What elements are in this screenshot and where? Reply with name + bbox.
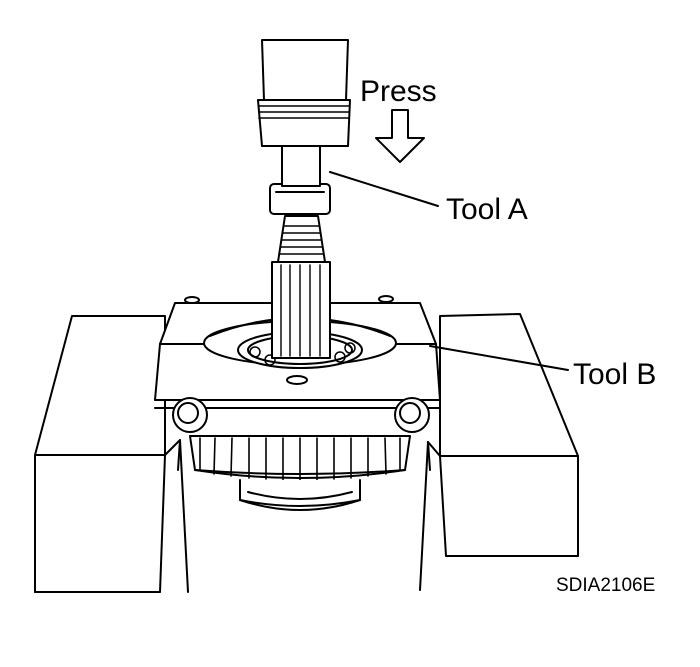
tool-a-label: Tool A — [446, 193, 528, 226]
tool-b-label: Tool B — [573, 358, 657, 391]
tool-a-leader — [329, 171, 439, 207]
figure-code: SDIA2106E — [556, 575, 656, 596]
press-arrow-icon — [375, 109, 425, 163]
press-bed — [34, 313, 579, 593]
tool-b-leader — [429, 345, 569, 371]
press-label: Press — [360, 75, 437, 108]
gear — [189, 435, 411, 511]
tool-a-shaft — [257, 39, 351, 359]
